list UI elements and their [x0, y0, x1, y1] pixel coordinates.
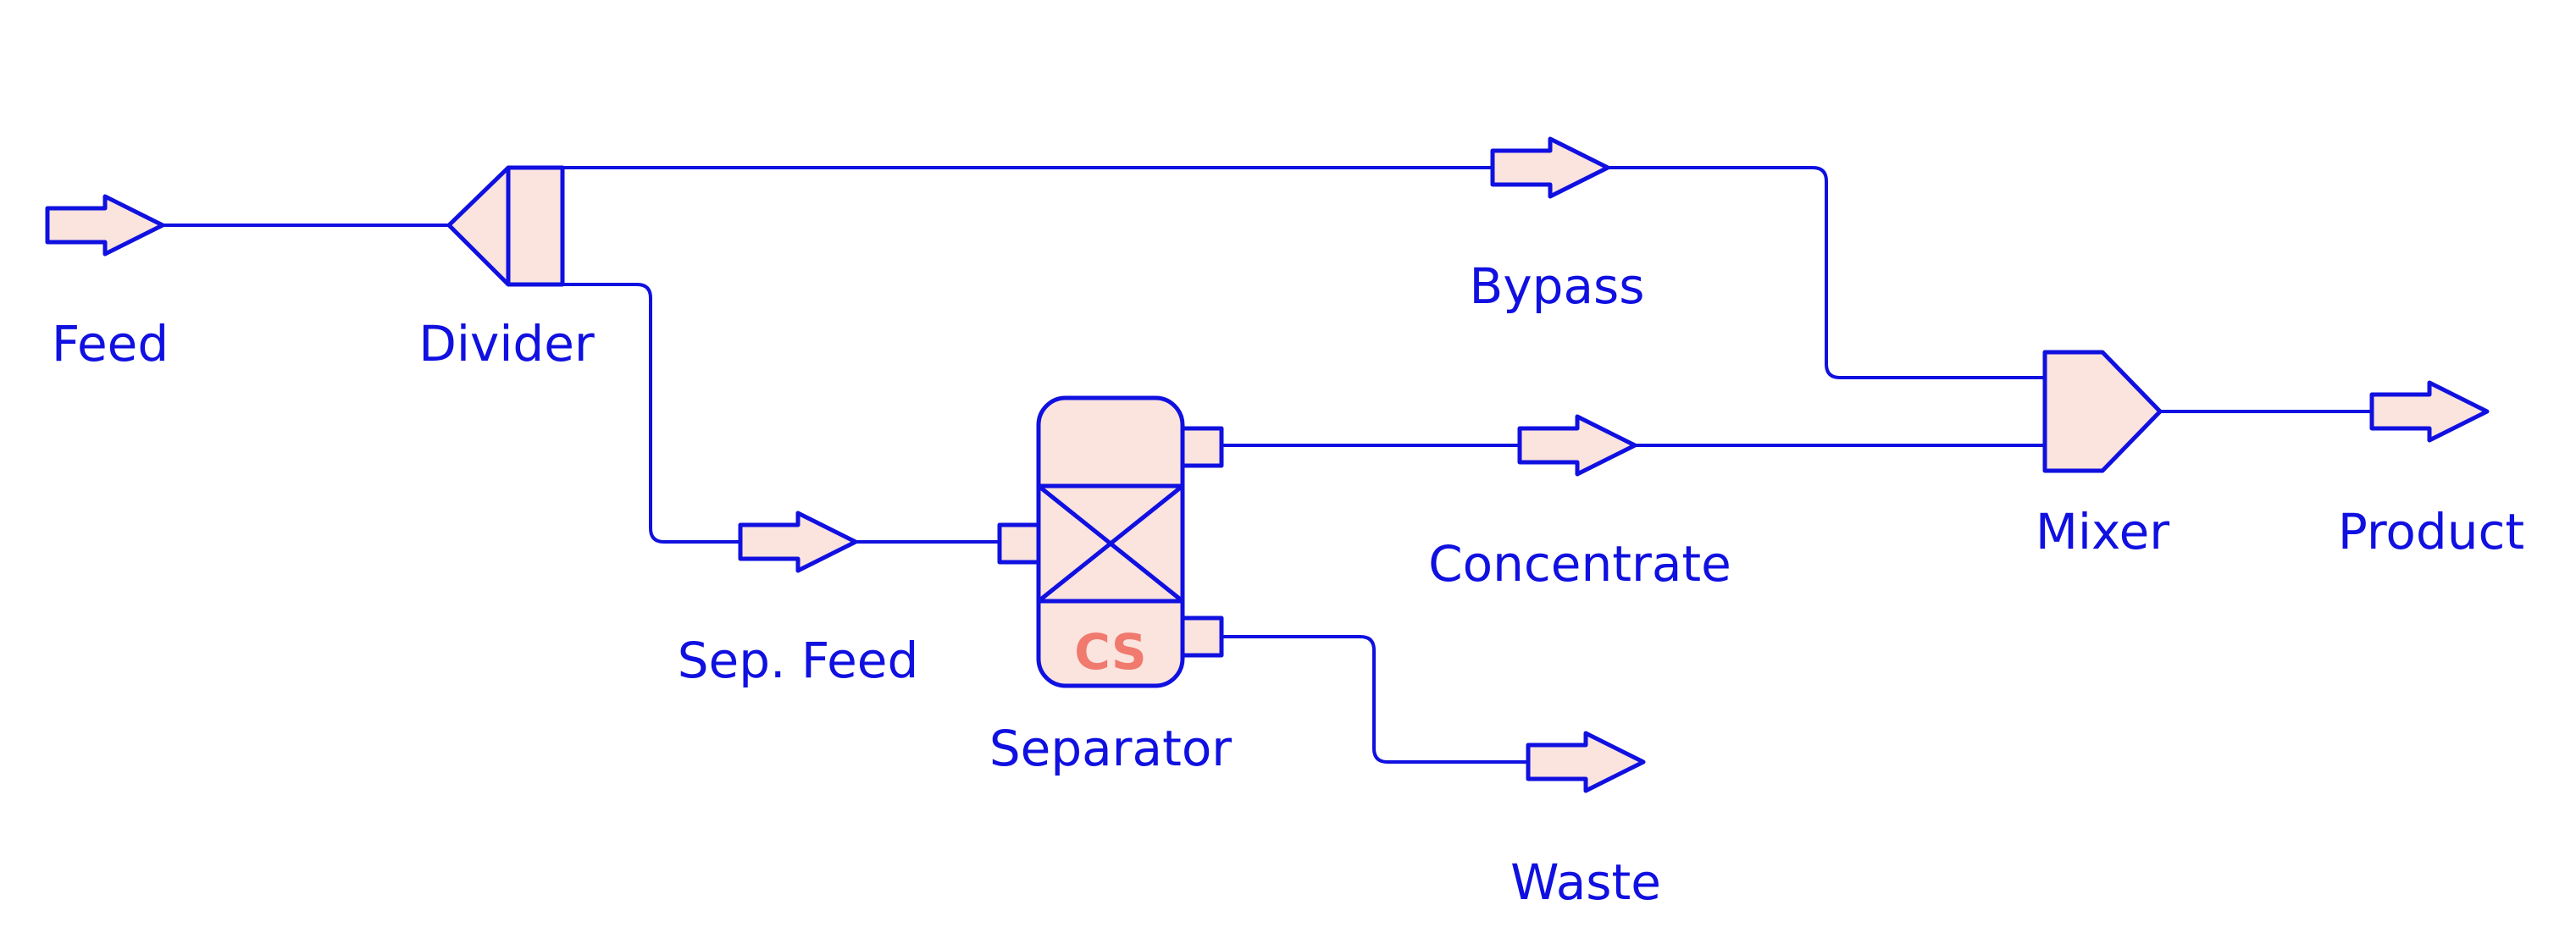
divider-label: Divider [418, 315, 595, 373]
sep-feed-arrow[interactable] [738, 511, 858, 573]
separator-tag: CS [1074, 623, 1146, 681]
concentrate-label: Concentrate [1428, 535, 1731, 593]
bypass-label: Bypass [1470, 257, 1645, 315]
separator-unit[interactable]: CS [997, 395, 1224, 688]
pipe-divider-to-sep-feed [562, 283, 740, 544]
concentrate-arrow[interactable] [1517, 414, 1637, 477]
separator-bottom-outlet-port [1180, 616, 1224, 658]
pipe-separator-to-waste [1222, 635, 1528, 764]
mixer-label: Mixer [2036, 503, 2169, 560]
separator-inlet-port [997, 522, 1041, 565]
divider-unit[interactable] [446, 165, 565, 287]
separator-top-outlet-port [1180, 426, 1224, 468]
sep-feed-label: Sep. Feed [678, 632, 919, 689]
feed-arrow[interactable] [45, 194, 165, 257]
separator-label: Separator [989, 720, 1232, 777]
waste-label: Waste [1510, 853, 1661, 911]
pipe-bypass-to-mixer [1608, 166, 2045, 379]
mixer-unit[interactable] [2042, 350, 2163, 473]
bypass-arrow[interactable] [1490, 136, 1610, 199]
feed-label: Feed [52, 315, 169, 373]
product-arrow[interactable] [2369, 380, 2490, 443]
separator-packing-cross-b [1037, 484, 1184, 603]
waste-arrow[interactable] [1526, 731, 1646, 793]
product-label: Product [2338, 503, 2524, 560]
